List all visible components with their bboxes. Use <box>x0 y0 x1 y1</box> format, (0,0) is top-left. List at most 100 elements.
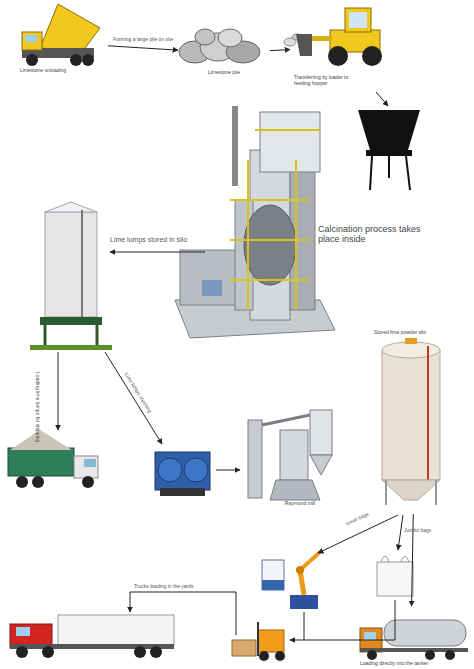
dump-truck-part <box>26 54 38 66</box>
step-label: Loading lime lumps for shipping <box>34 372 40 442</box>
dump-truck-part <box>25 35 37 42</box>
flow-arrows-part <box>110 252 205 253</box>
lime-kiln-part <box>180 250 240 305</box>
raymond-mill-part <box>270 480 320 500</box>
jumbo-bag-part <box>377 562 413 596</box>
jumbo-bag <box>377 556 413 596</box>
caption-text: Raymond mill <box>265 501 335 507</box>
caption-text: Stored lime powder silo <box>374 330 456 336</box>
feeding-hopper-part <box>370 156 372 190</box>
tanker-truck-part <box>425 650 435 660</box>
dump-truck-part <box>40 4 100 52</box>
forklift-part <box>257 622 259 656</box>
lump-truck <box>8 430 98 488</box>
feeding-hopper-part <box>388 156 390 178</box>
lump-truck-part <box>10 430 72 450</box>
packing-robot-part <box>290 595 318 609</box>
lime-kiln-part <box>202 280 222 296</box>
process-stage: Transferring by loader to feeding hopper <box>290 3 392 91</box>
crusher <box>155 452 210 496</box>
lime-kiln-part <box>247 160 249 310</box>
dump-truck-part <box>82 54 94 66</box>
step-label: Jumbo bags <box>404 528 431 534</box>
lime-lump-silo-part <box>30 345 112 350</box>
lime-lump-silo-part <box>45 202 97 212</box>
lime-lump-silo-part <box>96 325 99 345</box>
lump-truck-part <box>74 456 98 478</box>
flow-arrows-part <box>304 600 395 640</box>
lump-truck-part <box>32 476 44 488</box>
flow-arrow <box>270 50 290 51</box>
tanker-truck-part <box>367 650 377 660</box>
lime-kiln-part <box>232 106 238 186</box>
lime-kiln-part <box>244 205 296 285</box>
feeding-hopper <box>358 110 420 190</box>
forklift-part <box>258 630 284 652</box>
crusher-part <box>184 458 208 482</box>
step-label: Trucks loading in the yards <box>134 584 194 590</box>
crusher-part <box>158 458 182 482</box>
tanker-truck-part <box>364 632 376 640</box>
wheel-loader-part <box>345 8 371 32</box>
lime-lump-silo-part <box>45 212 97 317</box>
dump-truck-part <box>70 54 82 66</box>
lime-kiln-part <box>230 199 310 201</box>
wheel-loader-part <box>362 46 382 66</box>
process-stage: Calcination process takes place inside <box>140 100 440 345</box>
powder-silo-part <box>382 342 440 358</box>
dump-truck-part <box>22 32 42 50</box>
feeding-hopper-part <box>358 110 420 150</box>
wheel-loader-part <box>296 34 312 56</box>
caption-text: Transferring by loader to feeding hopper <box>294 75 364 87</box>
lime-kiln-part <box>260 112 320 172</box>
flow-arrows-part <box>398 515 403 550</box>
crusher-part <box>155 452 210 490</box>
process-stage: Limestone pile <box>178 26 270 80</box>
packing-robot-part <box>300 552 320 570</box>
trailer-truck-part <box>10 644 174 649</box>
raymond-mill <box>248 410 332 500</box>
process-stage: Raymond mill <box>235 404 345 510</box>
forklift-part <box>259 651 269 661</box>
lime-lump-silo-part <box>81 210 83 317</box>
trailer-truck-part <box>42 646 54 658</box>
packing-robot <box>262 552 320 609</box>
powder-silo-part <box>385 480 387 505</box>
dump-truck <box>22 4 100 66</box>
lime-kiln-part <box>255 129 320 131</box>
limestone-pile <box>179 29 260 63</box>
lime-kiln-part <box>295 160 297 310</box>
raymond-mill-part <box>262 415 310 425</box>
wheel-loader-part <box>328 46 348 66</box>
lime-kiln-part <box>230 279 310 281</box>
flow-arrow <box>108 46 178 50</box>
caption-text: Limestone unloading <box>20 68 106 74</box>
forklift-part <box>275 651 285 661</box>
powder-silo-part <box>405 338 417 344</box>
trailer-truck-part <box>58 615 174 645</box>
lime-lump-silo-part <box>40 317 102 325</box>
limestone-pile-part <box>195 29 215 45</box>
flow-arrows-part <box>216 470 240 471</box>
edge-label: Forming a large pile on site <box>113 37 173 43</box>
flow-arrows-part <box>376 92 388 106</box>
forklift <box>232 622 285 661</box>
process-stage: Stored lime powder silo <box>372 330 458 514</box>
lump-truck-part <box>82 476 94 488</box>
feeding-hopper-part <box>366 150 412 156</box>
crusher-part <box>160 488 205 496</box>
process-stage: Limestone unloading <box>18 8 108 78</box>
wheel-loader-part <box>349 12 367 28</box>
callout-text: Calcination process takes place inside <box>318 224 438 245</box>
lump-truck-part <box>16 476 28 488</box>
process-stage: Loading directly into the tanker <box>350 606 472 668</box>
tanker-truck-part <box>445 650 455 660</box>
powder-silo-part <box>382 350 440 480</box>
feeding-hopper-part <box>406 156 410 190</box>
powder-silo <box>382 338 440 505</box>
forklift-part <box>232 640 256 656</box>
powder-silo-part <box>382 480 440 500</box>
limestone-pile-part <box>218 29 242 47</box>
lime-lump-silo-part <box>44 325 47 345</box>
